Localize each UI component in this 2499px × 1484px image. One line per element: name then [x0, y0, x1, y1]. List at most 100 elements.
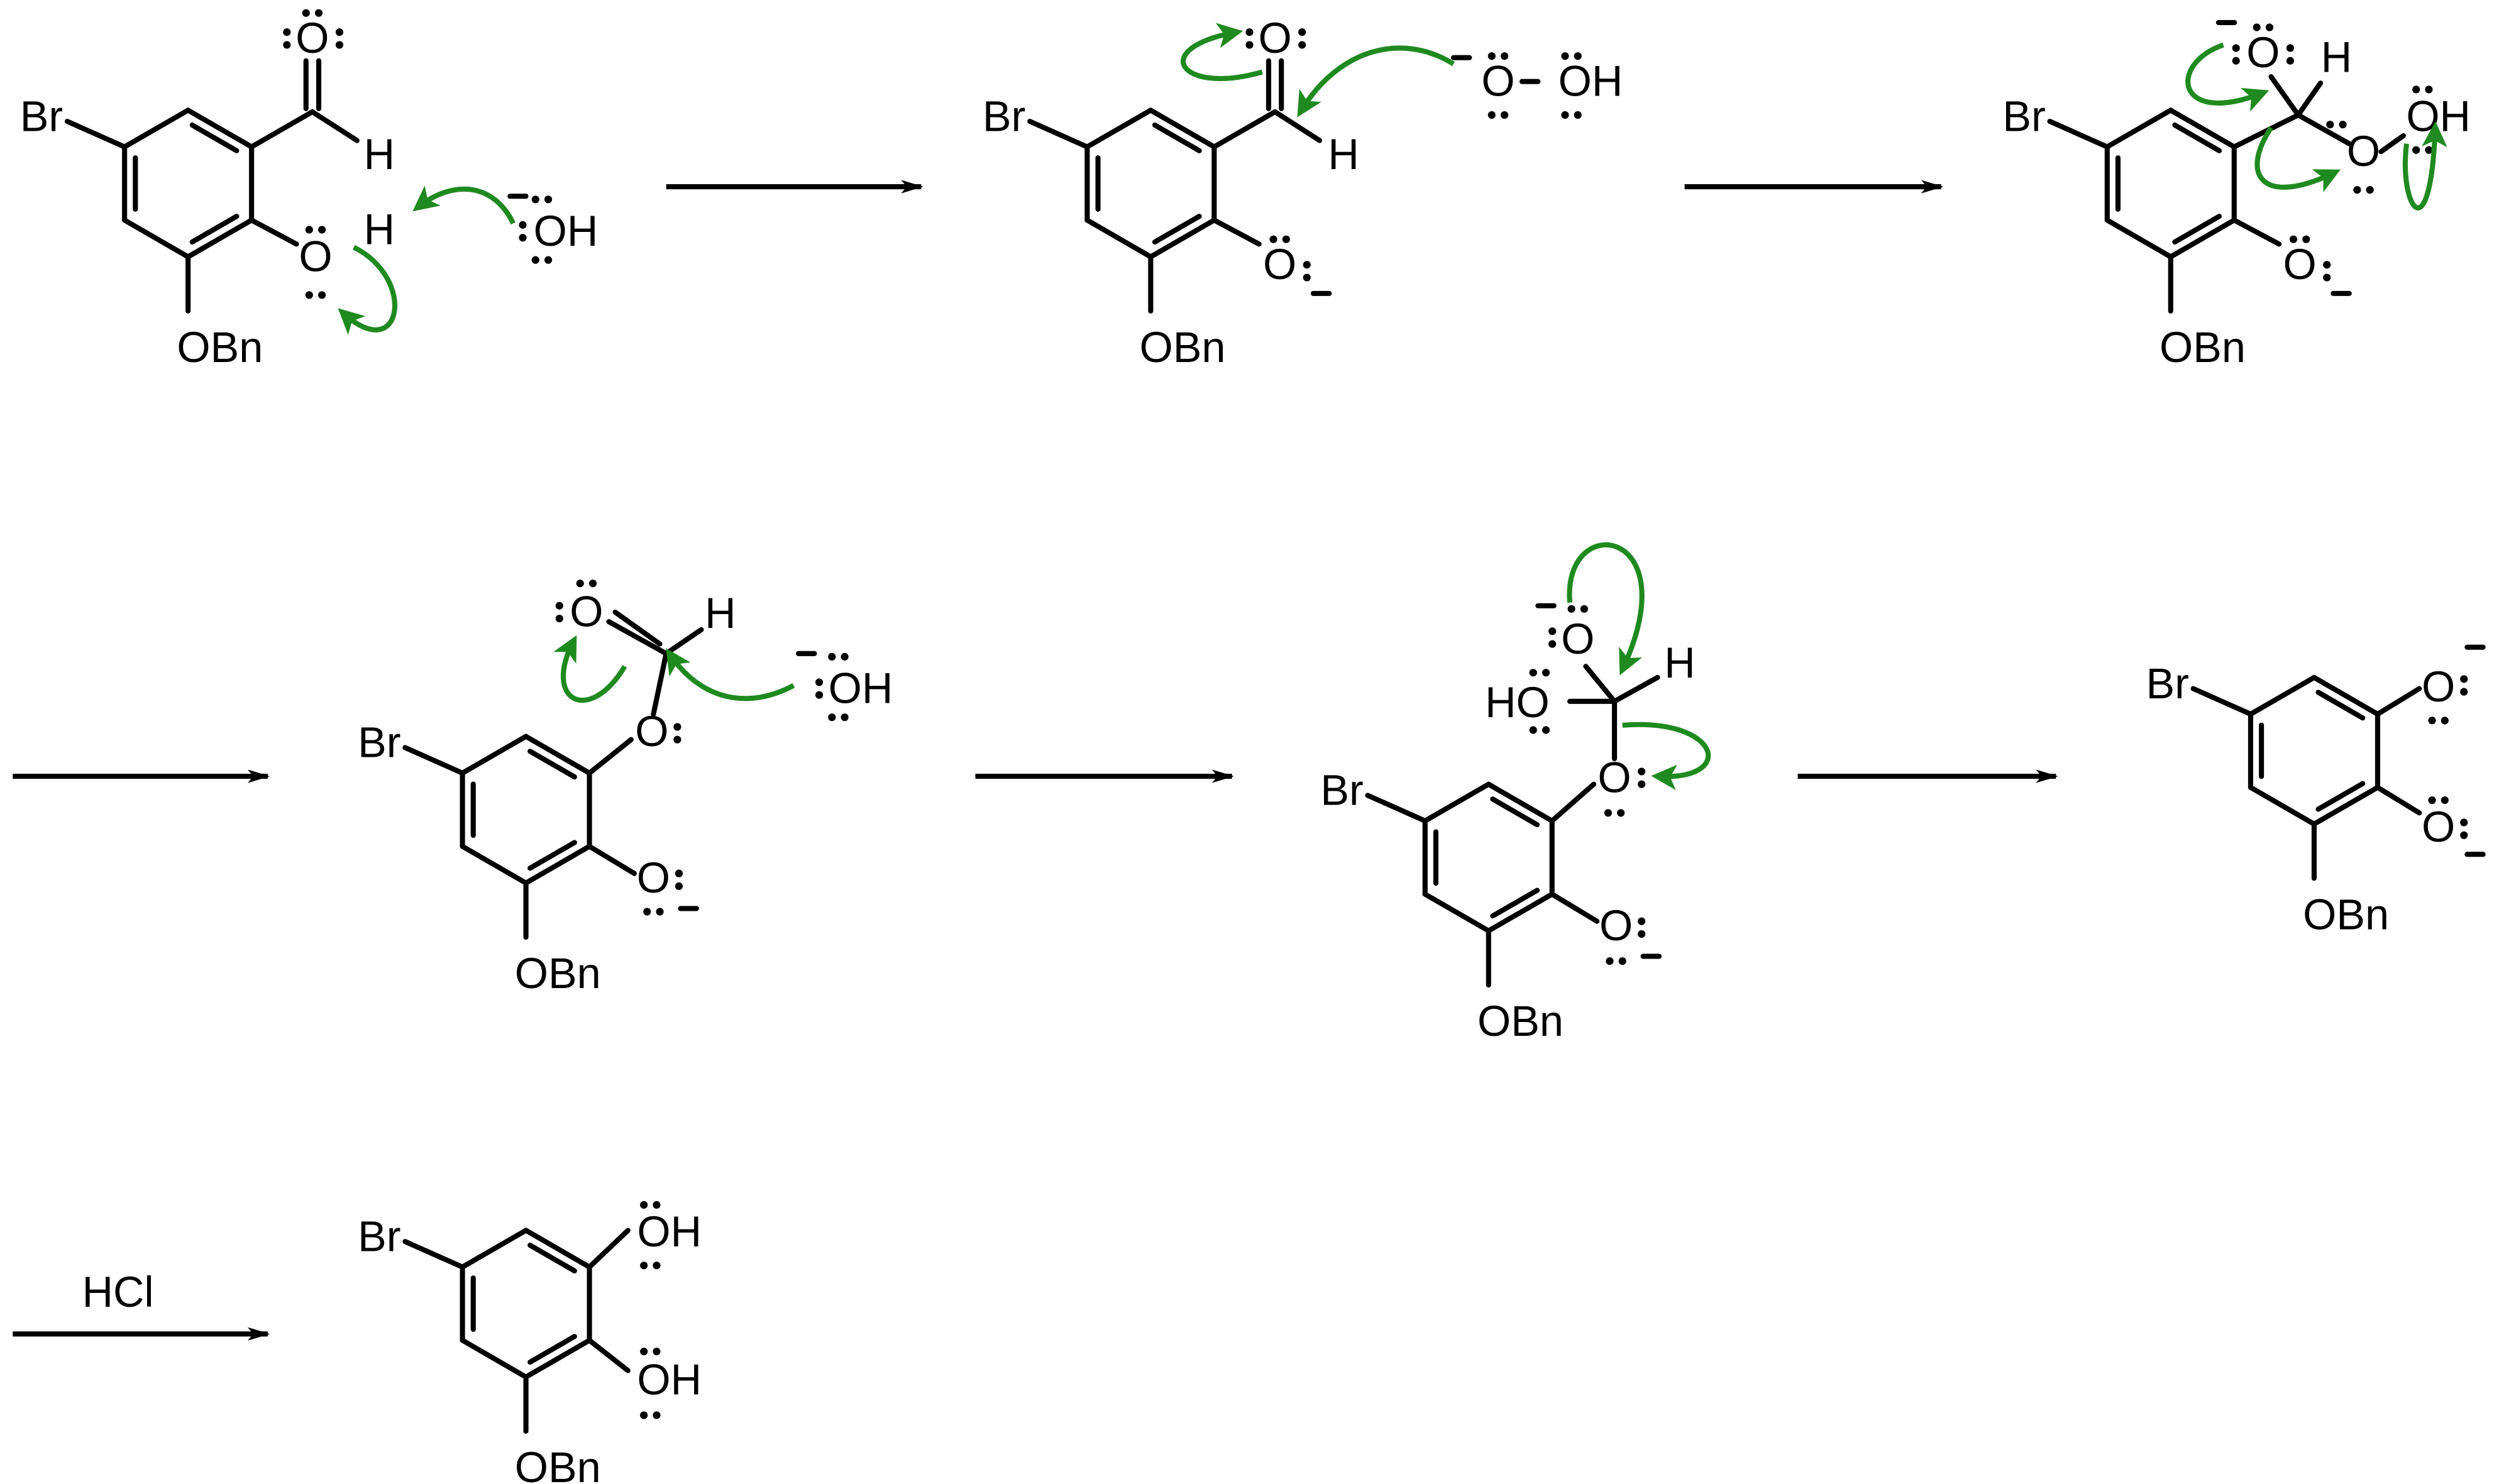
lone-pair-dot	[335, 41, 344, 49]
lone-pair-dot	[2289, 235, 2298, 243]
bond	[2311, 784, 2380, 827]
bond	[2315, 690, 2366, 721]
carbonyl-oxygen-label: O	[1258, 14, 1291, 62]
aldehyde-h-label: H	[1328, 130, 1359, 179]
lone-pair-dot	[1303, 261, 1311, 269]
bond	[587, 844, 637, 876]
bond	[2311, 674, 2380, 717]
bond	[587, 1338, 631, 1373]
lone-pair-dot	[544, 256, 553, 264]
lone-pair-dot	[1269, 235, 1277, 243]
lone-pair-dot	[531, 195, 539, 204]
bond	[2248, 674, 2317, 717]
lone-pair-dot	[1298, 28, 1306, 36]
bond	[1365, 793, 1428, 824]
lone-pair-dot	[1282, 235, 1290, 243]
lone-pair-dot	[2326, 121, 2334, 129]
bromine-label: Br	[2146, 659, 2188, 708]
curved-arrow	[553, 635, 627, 703]
bond	[587, 1228, 631, 1270]
lone-pair-dot	[2286, 44, 2294, 52]
bond	[2104, 107, 2173, 150]
lone-pair-dot	[1638, 930, 1646, 938]
bond	[1027, 119, 1090, 150]
lone-pair-dot	[640, 1261, 648, 1270]
bond	[1422, 781, 1491, 824]
lone-pair-dot	[588, 580, 597, 588]
lone-pair-dot	[1618, 957, 1626, 965]
lone-pair-dot	[2425, 146, 2433, 154]
lone-pair-dot	[1542, 726, 1550, 734]
bond	[527, 840, 577, 871]
bond	[249, 217, 299, 247]
bond	[527, 1243, 577, 1273]
lone-pair-dot	[653, 1411, 661, 1419]
lone-pair-dot	[2232, 44, 2240, 52]
lone-pair-dot	[828, 652, 836, 661]
lone-pair-dot	[1574, 52, 1582, 60]
bond	[523, 1338, 592, 1380]
bromine-label: Br	[2002, 92, 2045, 140]
lone-pair-dot	[2323, 273, 2331, 282]
lone-pair-dot	[2425, 85, 2433, 94]
bond	[651, 651, 669, 717]
bond	[523, 1228, 592, 1270]
lone-pair-dot	[2323, 261, 2331, 269]
bond	[2172, 122, 2222, 153]
bond	[402, 745, 465, 776]
bond	[523, 734, 592, 776]
lone-pair-dot	[1604, 809, 1612, 817]
benzyloxy-label: OBn	[2303, 890, 2389, 938]
h-label: H	[1664, 639, 1695, 687]
bond	[460, 844, 529, 886]
bond	[1611, 674, 1660, 704]
ether-oxygen-label: O	[1597, 753, 1631, 801]
lone-pair-dot	[1617, 809, 1625, 817]
lone-pair-dot	[2460, 688, 2468, 696]
bond	[1549, 891, 1600, 924]
curved-arrow	[1297, 45, 1455, 118]
aldehyde-h-label: H	[364, 130, 395, 179]
lone-pair-dot	[2460, 831, 2468, 839]
lone-pair-dot	[1548, 627, 1557, 635]
bond	[1148, 107, 1217, 150]
lone-pair-dot	[2428, 796, 2436, 805]
hydroxyl-label: OH	[637, 1207, 702, 1256]
lone-pair-dot	[1561, 111, 1569, 119]
bond	[1549, 781, 1597, 824]
lone-pair-dot	[1606, 957, 1614, 965]
bond	[2190, 686, 2253, 717]
bond	[1152, 122, 1202, 153]
lone-pair-dot	[2302, 235, 2310, 243]
oxide-oxygen-label: O	[2422, 662, 2455, 711]
curved-arrow	[338, 245, 398, 335]
curved-arrow	[1181, 23, 1263, 81]
lone-pair-dot	[1638, 780, 1646, 788]
bond	[122, 217, 191, 260]
curved-arrow	[2185, 42, 2270, 112]
lone-pair-dot	[283, 28, 291, 36]
lone-pair-dot	[314, 9, 323, 17]
bond	[587, 737, 634, 776]
bromine-label: Br	[358, 718, 400, 767]
hydroxyl-label: OH	[637, 1356, 702, 1404]
lone-pair-dot	[555, 614, 563, 623]
lone-pair-dot	[2460, 675, 2468, 683]
lone-pair-dot	[544, 195, 553, 204]
curved-arrow	[1622, 722, 1711, 791]
lone-pair-dot	[1638, 917, 1646, 925]
curved-arrow	[412, 185, 516, 225]
peroxy-oxygen-label: O	[2347, 127, 2380, 175]
lone-pair-dot	[2286, 57, 2294, 65]
lone-pair-dot	[640, 1201, 648, 1209]
bond	[2315, 781, 2366, 812]
lone-pair-dot	[1487, 52, 1496, 60]
lone-pair-dot	[531, 256, 539, 264]
hydroxyl-label: OH	[2406, 92, 2471, 140]
benzyloxy-label: OBn	[1477, 997, 1564, 1045]
lone-pair-dot	[2412, 146, 2420, 154]
phenol-oxygen-label: O	[299, 232, 332, 280]
bond	[523, 844, 592, 886]
lone-pair-dot	[305, 291, 313, 299]
